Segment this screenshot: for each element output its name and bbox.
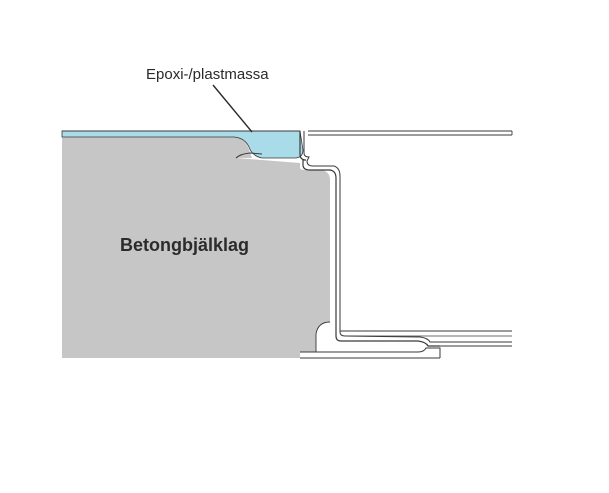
concrete-slab [62, 137, 330, 358]
epoxy-label: Epoxi-/plastmassa [146, 66, 269, 83]
edge-profile-top-inner [303, 131, 341, 177]
concrete-label: Betongbjälklag [120, 235, 249, 255]
edge-profile-top [299, 131, 337, 179]
edge-profile-bottom [335, 335, 440, 347]
bottom-plate [300, 347, 441, 358]
edge-profile-bottom-inner [339, 331, 512, 343]
epoxy-layer [61, 130, 304, 159]
epoxy-leader-line [212, 84, 253, 133]
nose-edge [235, 152, 263, 159]
concrete-corner-recess [315, 321, 331, 352]
